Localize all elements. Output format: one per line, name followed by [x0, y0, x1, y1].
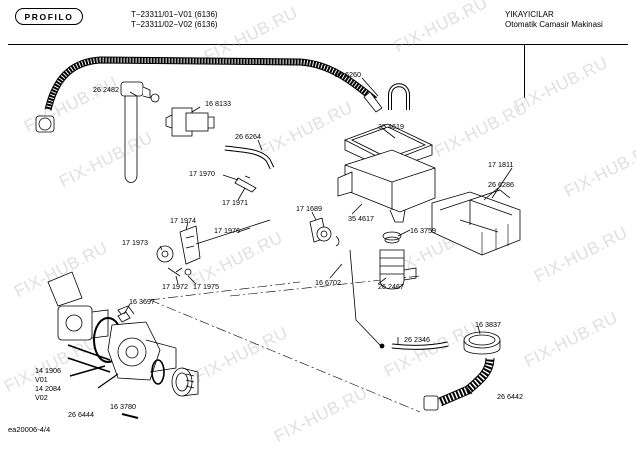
long-corrugated-hose: [44, 56, 378, 111]
drain-hose: [438, 357, 495, 407]
part-label: 16 8133: [205, 99, 231, 108]
part-label: 26 6260: [335, 70, 361, 79]
part-label: 17 1811: [488, 160, 514, 169]
part-label: 16 6702: [315, 278, 341, 287]
part-label: 16 3697: [129, 297, 155, 306]
part-label: 17 1971: [222, 198, 248, 207]
part-label: 26 6442: [497, 392, 523, 401]
part-label: 26 6286: [488, 180, 514, 189]
part-label: 17 1974: [170, 216, 196, 225]
model-number-1: T−23311/01−V01 (6136): [131, 10, 218, 19]
part-label: 17 1976: [214, 226, 240, 235]
category-subtitle: Otomatik Camasir Makinasi: [505, 20, 603, 29]
variant-label: V02: [35, 393, 48, 402]
variant-label: V01: [35, 375, 48, 384]
part-label: 26 6264: [235, 132, 261, 141]
part-label: 17 1975: [193, 282, 219, 291]
diagram-code: ea20006-4/4: [8, 425, 51, 434]
part-label: 17 1689: [296, 204, 322, 213]
part-label: 26 2467: [378, 282, 404, 291]
part-label: 26 6444: [68, 410, 94, 419]
part-label: 35 4619: [378, 122, 404, 131]
brand-logo: PROFILO: [15, 8, 83, 25]
part-label: 17 1970: [189, 169, 215, 178]
part-label: 14 1906: [35, 366, 61, 375]
part-label: 16 3837: [475, 320, 501, 329]
part-label: 26 2346: [404, 335, 430, 344]
model-number-2: T−23311/02−V02 (6136): [131, 20, 218, 29]
part-label: 16 3759: [410, 226, 436, 235]
part-label: 17 1973: [122, 238, 148, 247]
category-title: YIKAYICILAR: [505, 10, 554, 19]
right-column-divider: [524, 44, 525, 98]
header-divider: [8, 44, 628, 46]
part-label: 17 1972: [162, 282, 188, 291]
part-label: 16 3780: [110, 402, 136, 411]
part-label: 26 2482: [93, 85, 119, 94]
part-label: 35 4617: [348, 214, 374, 223]
part-label: 14 2084: [35, 384, 61, 393]
